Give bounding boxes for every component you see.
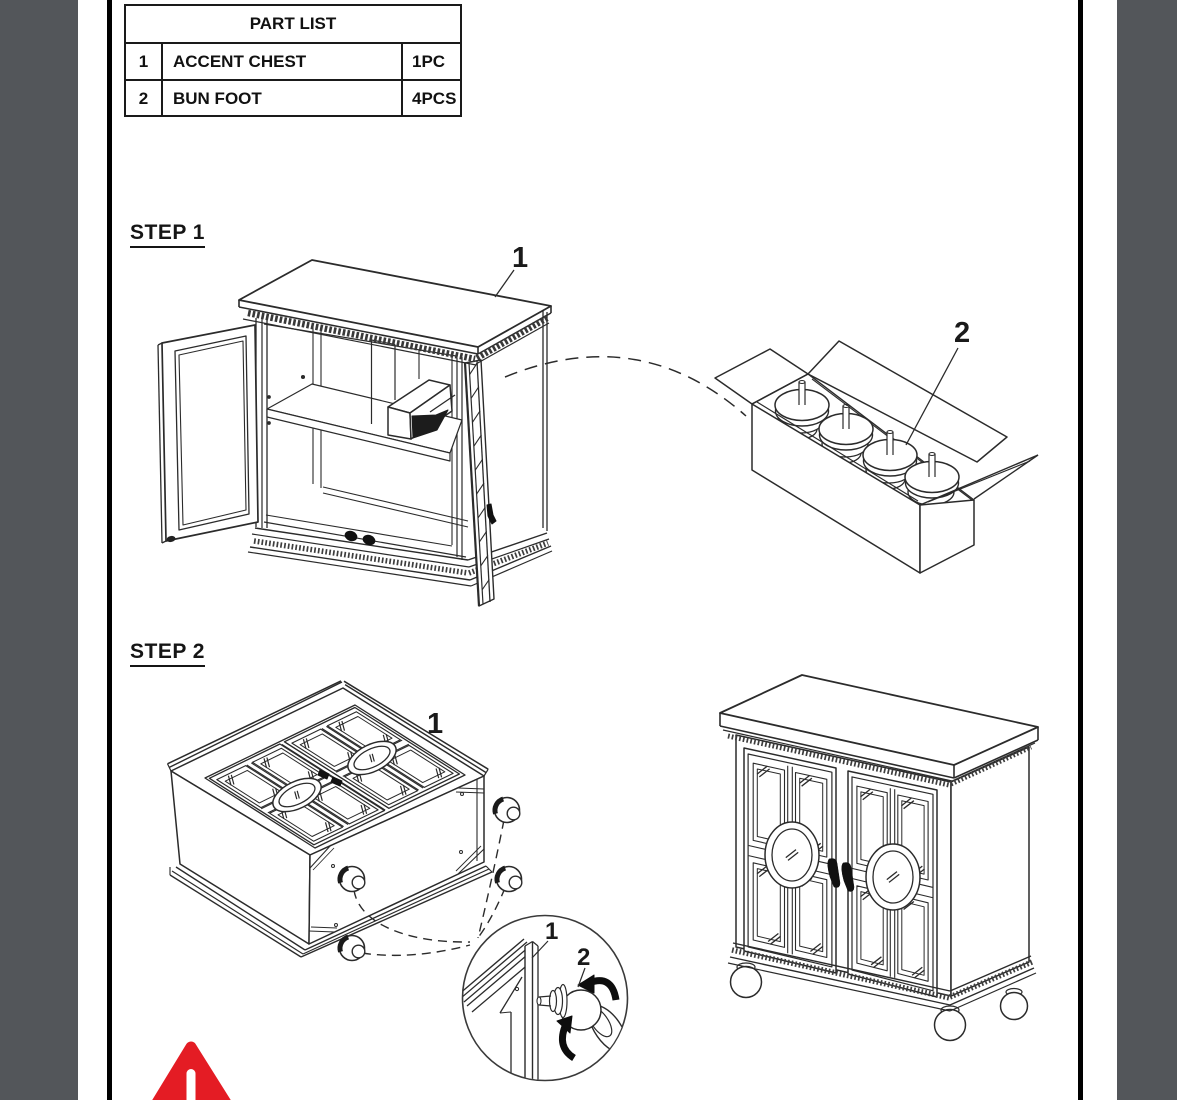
svg-text:2: 2 [577,944,590,971]
svg-text:2: 2 [954,317,970,349]
svg-text:1: 1 [427,708,443,740]
svg-text:1: 1 [512,242,528,274]
svg-text:1: 1 [545,918,558,945]
